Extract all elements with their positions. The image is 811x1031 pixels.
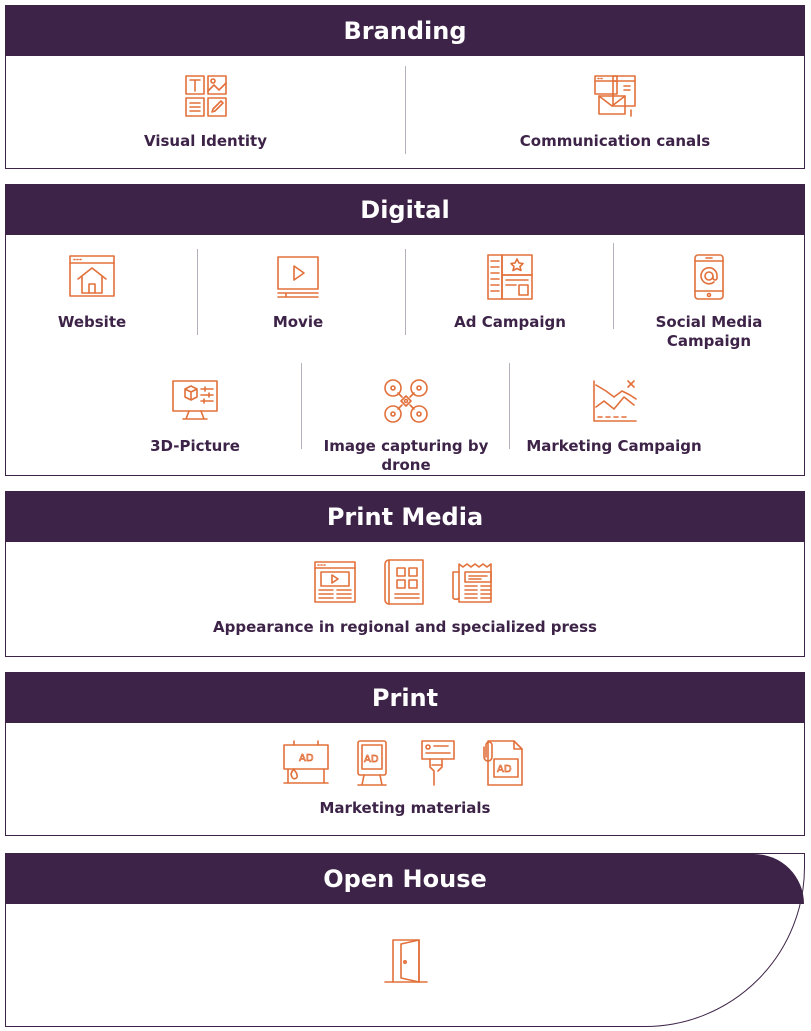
marketing-materials-item: AD AD — [6, 739, 804, 818]
visual-identity-label: Visual Identity — [143, 132, 267, 150]
3d-picture-icon — [171, 377, 219, 429]
magazine-icon — [381, 558, 429, 610]
3d-picture-item: 3D-Picture — [86, 377, 304, 456]
divider — [301, 363, 302, 449]
drone-label: Image capturing by drone — [323, 437, 489, 474]
print-media-section: Print Media — [5, 491, 805, 657]
communication-icon — [591, 72, 639, 124]
communication-canals-label: Communication canals — [519, 132, 711, 150]
visual-identity-icon — [182, 72, 230, 124]
print-media-title: Print Media — [6, 492, 804, 542]
ad-document-icon: AD — [480, 739, 528, 791]
poster-ad-text: AD — [364, 754, 379, 765]
marketing-campaign-item: Marketing Campaign — [510, 377, 718, 456]
divider — [509, 363, 510, 449]
ad-campaign-label: Ad Campaign — [454, 313, 566, 331]
social-media-label: Social Media Campaign — [655, 313, 763, 350]
drone-icon — [382, 377, 430, 429]
flyer-hand-icon — [414, 739, 462, 791]
movie-item: Movie — [198, 253, 398, 332]
movie-label: Movie — [272, 313, 324, 331]
document-ad-text: AD — [497, 764, 512, 775]
website-item: Website — [6, 253, 178, 332]
divider — [405, 249, 406, 335]
website-label: Website — [57, 313, 127, 331]
newspaper-icon — [451, 558, 499, 610]
door-icon — [381, 936, 429, 988]
digital-section: Digital Website Movie — [5, 184, 805, 476]
web-article-icon — [311, 558, 359, 610]
visual-identity-item: Visual Identity — [6, 72, 405, 151]
open-house-title: Open House — [6, 854, 804, 904]
3d-picture-label: 3D-Picture — [150, 437, 240, 455]
billboard-icon: AD — [282, 739, 330, 791]
open-house-section: Open House — [5, 853, 805, 1027]
website-icon — [68, 253, 116, 305]
print-media-item: Appearance in regional and specialized p… — [6, 558, 804, 637]
billboard-ad-text: AD — [299, 753, 314, 764]
drone-item: Image capturing by drone — [302, 377, 510, 475]
communication-canals-item: Communication canals — [406, 72, 811, 151]
print-section: Print AD AD — [5, 672, 805, 836]
digital-title: Digital — [6, 185, 804, 235]
print-title: Print — [6, 673, 804, 723]
poster-stand-icon: AD — [348, 739, 396, 791]
divider — [613, 243, 614, 329]
social-media-item: Social Media Campaign — [614, 253, 804, 351]
branding-title: Branding — [6, 6, 804, 56]
divider — [405, 66, 406, 154]
ad-campaign-item: Ad Campaign — [406, 253, 614, 332]
social-media-icon — [685, 253, 733, 305]
divider — [197, 249, 198, 335]
branding-section: Branding Visual Identity — [5, 5, 805, 169]
marketing-materials-label: Marketing materials — [319, 799, 491, 817]
movie-icon — [274, 253, 322, 305]
print-media-label: Appearance in regional and specialized p… — [213, 618, 597, 636]
open-house-item — [6, 936, 804, 988]
marketing-chart-icon — [590, 377, 638, 429]
ad-campaign-icon — [486, 253, 534, 305]
marketing-campaign-label: Marketing Campaign — [526, 437, 702, 455]
